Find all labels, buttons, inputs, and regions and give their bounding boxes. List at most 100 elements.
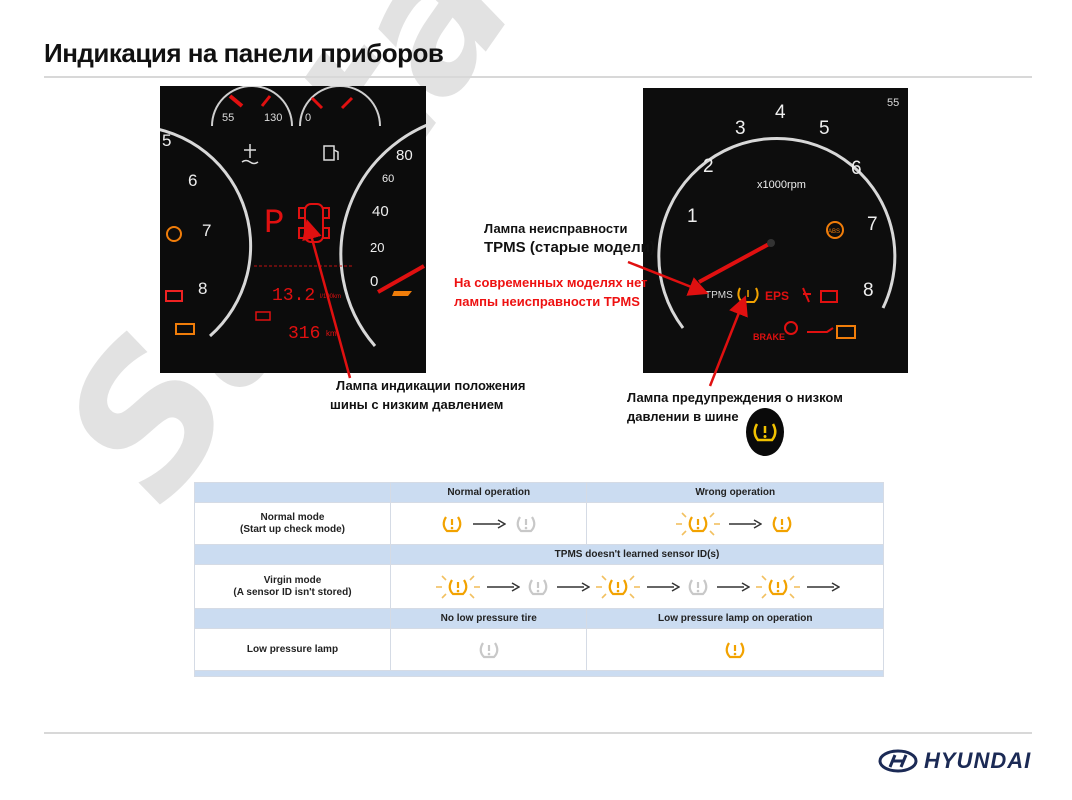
table-header-row-1: Normal operation Wrong operation <box>194 482 884 503</box>
range-unit: km <box>326 329 337 338</box>
speedo-label-40: 40 <box>372 203 389 220</box>
cluster-photo-right: 55 2 3 4 5 6 7 8 1 x1000rpm ABS TPMS EPS… <box>643 88 908 373</box>
coolant-temp-icon <box>241 144 259 165</box>
tire-pressure-lamp-icon <box>737 287 759 303</box>
arrow-right-icon <box>557 581 590 592</box>
gear-indicator: P <box>264 205 284 243</box>
tpms-fault-label-line2: TPMS (старые модели) <box>484 239 655 256</box>
page-title: Индикация на панели приборов <box>44 38 444 68</box>
table-bottom-band-cell <box>194 670 884 677</box>
tpms-operation-table: Normal operation Wrong operation Normal … <box>194 482 884 677</box>
hyundai-h-logo-icon <box>878 749 918 773</box>
arrow-right-icon <box>487 581 520 592</box>
tacho-r-6: 6 <box>851 158 862 179</box>
table-header-empty-3 <box>194 608 391 629</box>
fuel-consumption-value: 13.2 <box>272 286 315 306</box>
cell-no-low-pressure <box>389 628 588 671</box>
tpms-lamp-off-icon <box>479 641 499 658</box>
parking-brake-icon <box>166 226 182 242</box>
table-header-not-learned: TPMS doesn't learned sensor ID(s) <box>390 544 884 565</box>
tpms-lamp-blinking-icon <box>676 511 721 536</box>
cell-virgin-sequence <box>390 564 884 609</box>
cell-normal-op-sequence <box>389 502 588 545</box>
table-header-no-low-pressure: No low pressure tire <box>389 608 588 629</box>
table-header-row-3: No low pressure tire Low pressure lamp o… <box>194 608 884 629</box>
speedo-label-60: 60 <box>382 173 394 185</box>
arrow-right-icon <box>647 581 680 592</box>
tpms-fault-label: Лампа неисправности TPMS (старые модели) <box>484 219 655 257</box>
airbag-icon <box>784 321 798 335</box>
tire-pressure-warning-icon <box>753 423 777 442</box>
tpms-lamp-off-icon <box>688 578 708 595</box>
tpms-lamp-blinking-icon <box>756 574 800 599</box>
table-header-normal-operation: Normal operation <box>389 482 588 503</box>
tire-position-lamp-label-line2: шины с низким давлением <box>330 397 504 412</box>
tire-pressure-warning-badge <box>746 408 784 456</box>
row-label-virgin-mode-line1: Virgin mode <box>263 574 322 586</box>
fuel-gauge-label-0: 0 <box>305 112 311 124</box>
tacho-r-4: 4 <box>775 102 786 123</box>
tpms-lamp-on-icon <box>725 641 745 658</box>
fuel-consumption-unit: l/100km <box>320 294 341 300</box>
tpms-fault-text: TPMS <box>705 290 733 301</box>
row-label-normal-mode-line1: Normal mode <box>260 511 325 523</box>
tacho-r-7: 7 <box>867 214 878 235</box>
cell-wrong-op-sequence <box>586 502 884 545</box>
tacho-label-5: 5 <box>162 131 171 150</box>
modern-models-note: На современных моделях нет лампы неиспра… <box>454 273 648 311</box>
tacho-r-8: 8 <box>863 280 874 301</box>
cell-low-pressure-on <box>586 628 884 671</box>
table-header-empty <box>194 482 391 503</box>
rpm-label: x1000rpm <box>757 179 806 191</box>
temp-gauge-label-130: 130 <box>264 112 282 124</box>
table-header-empty-2 <box>194 544 391 565</box>
hyundai-logo: HYUNDAI <box>878 748 1031 774</box>
tpms-lamp-off-icon <box>516 515 536 532</box>
row-label-normal-mode-line2: (Start up check mode) <box>239 523 346 535</box>
abs-icon <box>826 221 844 239</box>
brake-text: BRAKE <box>753 332 785 342</box>
arrow-right-icon <box>472 518 506 529</box>
tacho-r-1: 1 <box>687 206 698 227</box>
speedo-label-0: 0 <box>370 273 378 290</box>
table-header-row-2: TPMS doesn't learned sensor ID(s) <box>194 544 884 565</box>
speedo-label-20: 20 <box>370 240 384 255</box>
engine-check-icon-right <box>836 325 856 339</box>
modern-models-note-line1: На современных моделях нет <box>454 275 648 290</box>
tpms-lamp-blinking-icon <box>436 574 480 599</box>
odometer-icon <box>255 311 271 321</box>
row-label-virgin-mode-line2: (A sensor ID isn't stored) <box>233 586 352 598</box>
row-label-virgin-mode: Virgin mode (A sensor ID isn't stored) <box>194 564 391 609</box>
tpms-fault-label-line1: Лампа неисправности <box>484 221 628 236</box>
arrow-right-icon <box>807 581 840 592</box>
cluster-photo-left: 55 130 0 5 6 7 8 80 60 40 20 0 P <box>160 86 426 373</box>
footer-divider <box>44 732 1032 734</box>
table-row-normal-mode: Normal mode (Start up check mode) <box>194 502 884 545</box>
table-header-wrong-operation: Wrong operation <box>586 482 884 503</box>
car-door-icon <box>392 291 412 296</box>
oil-pressure-icon <box>807 327 834 333</box>
battery-icon-right <box>820 290 838 303</box>
low-pressure-lamp-label-line1: Лампа предупреждения о низком <box>627 390 843 405</box>
tacho-label-8: 8 <box>198 279 207 298</box>
arrow-right-icon <box>729 518 763 529</box>
range-value: 316 <box>288 324 320 344</box>
table-row-low-pressure-lamp: Low pressure lamp <box>194 628 884 671</box>
tacho-r-5: 5 <box>819 118 830 139</box>
engine-check-icon <box>175 323 195 335</box>
tpms-lamp-on-icon <box>442 515 462 532</box>
tacho-r-3: 3 <box>735 118 746 139</box>
tpms-lamp-off-icon <box>528 578 548 595</box>
tacho-r-2: 2 <box>703 156 714 177</box>
logo-text: HYUNDAI <box>924 748 1032 773</box>
modern-models-note-line2: лампы неисправности TPMS <box>454 294 640 309</box>
temp-gauge-label-55: 55 <box>222 112 234 124</box>
arrow-right-icon <box>717 581 750 592</box>
table-row-virgin-mode: Virgin mode (A sensor ID isn't stored) <box>194 564 884 609</box>
tire-position-lamp-label: Лампа индикации положения шины с низким … <box>330 376 526 414</box>
seatbelt-icon <box>802 287 811 303</box>
battery-icon <box>165 290 183 302</box>
tire-position-lamp-label-line1: Лампа индикации положения <box>336 378 526 393</box>
abs-label: ABS <box>828 229 840 235</box>
table-bottom-band <box>194 670 884 677</box>
